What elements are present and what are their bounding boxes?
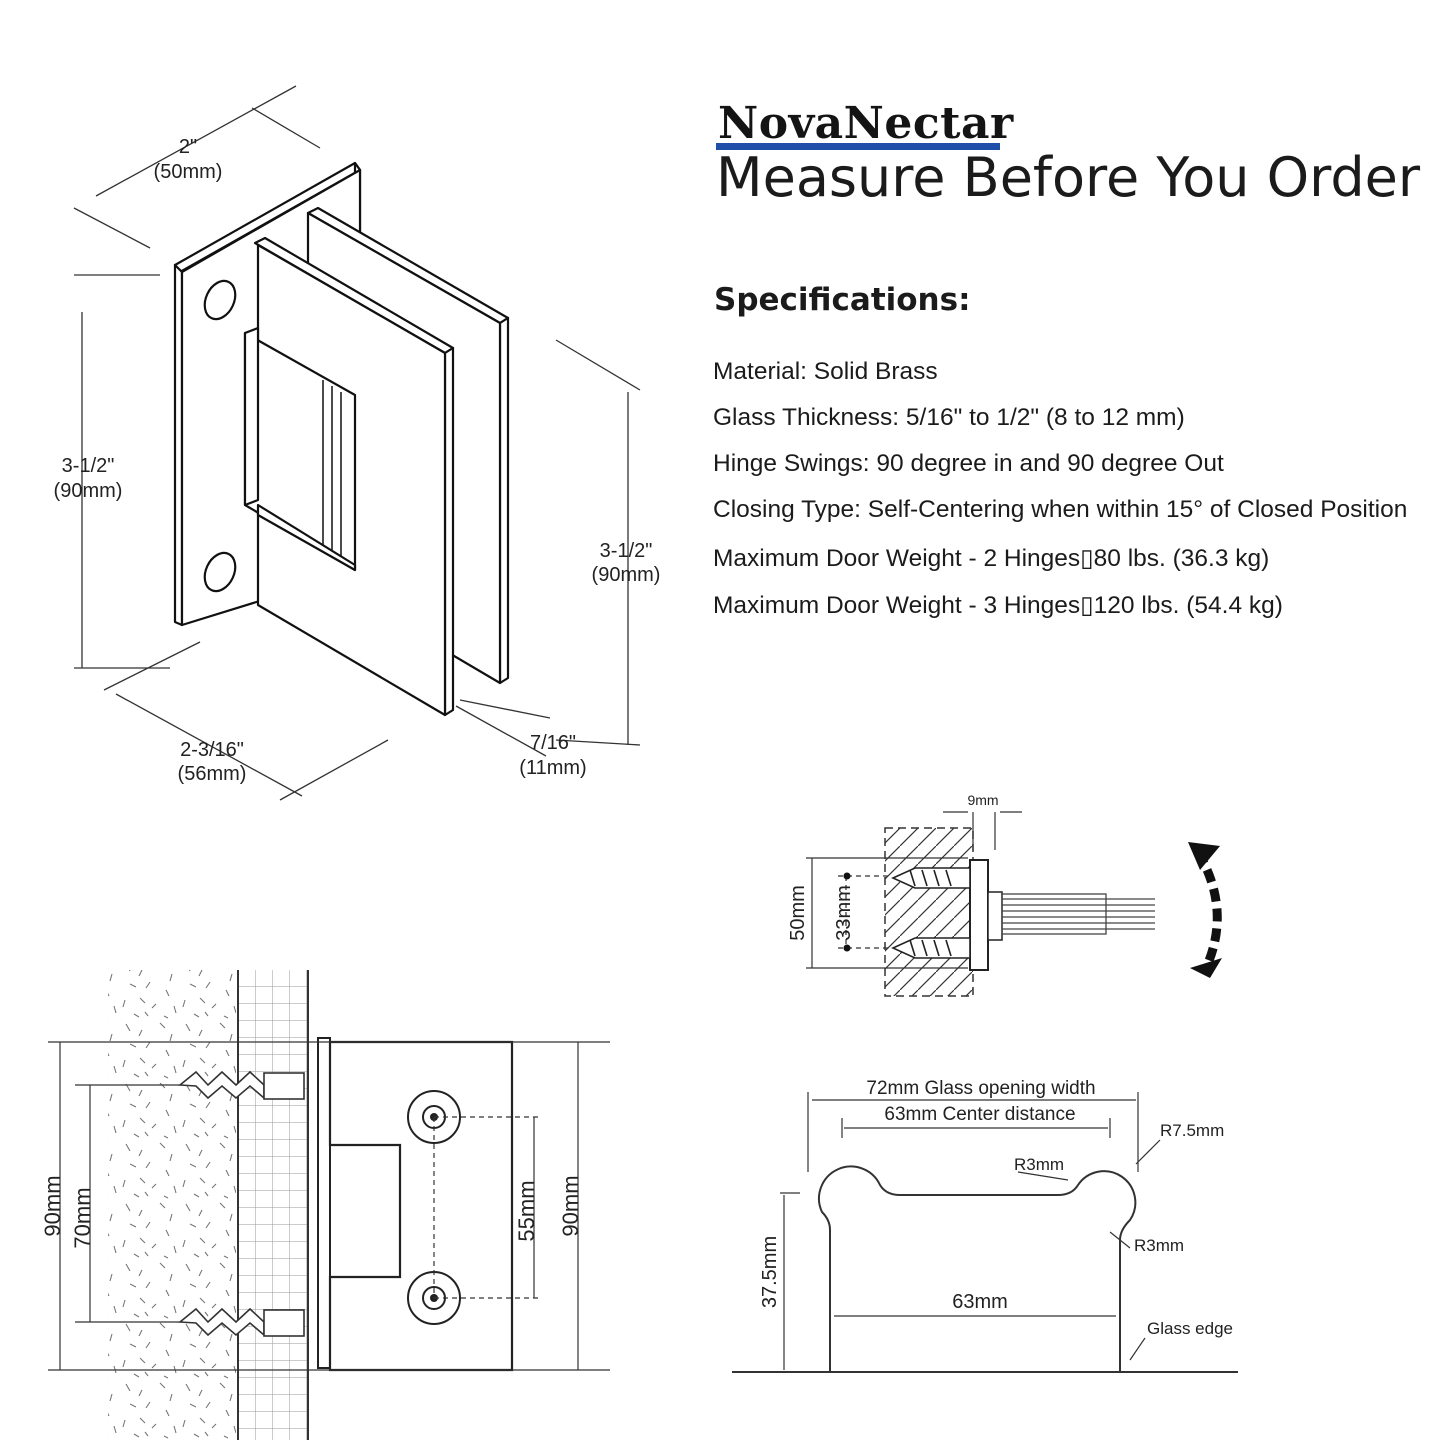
- cutout-bottom-width: 63mm: [952, 1291, 1008, 1313]
- dim-top-33mm: 33mm: [833, 885, 855, 941]
- screw-top: [891, 867, 971, 889]
- cutout-glass-edge: Glass edge: [1147, 1319, 1233, 1338]
- wall-anchor-bottom: [177, 1307, 305, 1337]
- glass-cutout-drawing: [732, 1092, 1238, 1373]
- brand-logo: NovaNectar: [718, 98, 1014, 149]
- dim-height-right-in: 3-1/2": [600, 540, 653, 562]
- cutout-opening-width: 72mm Glass opening width: [866, 1078, 1095, 1099]
- dim-front-90mm-left: 90mm: [40, 1175, 65, 1236]
- cutout-radius-small-side: R3mm: [1134, 1236, 1184, 1255]
- dim-gap-in: 7/16": [530, 732, 576, 754]
- dim-height-left-mm: (90mm): [54, 480, 123, 502]
- dim-offset-9mm: 9mm: [967, 792, 998, 808]
- dim-front-70mm: 70mm: [70, 1187, 95, 1248]
- swing-arrow-icon: [1188, 842, 1222, 978]
- dim-depth-mm: (56mm): [178, 763, 247, 785]
- dim-width-mm: (50mm): [154, 161, 223, 183]
- screw-bottom: [891, 937, 971, 959]
- dim-width-in: 2": [179, 136, 197, 158]
- dim-gap-mm: (11mm): [519, 757, 586, 779]
- spec-glass-thickness: Glass Thickness: 5/16" to 1/2" (8 to 12 …: [713, 404, 1185, 431]
- cutout-center-distance: 63mm Center distance: [884, 1104, 1075, 1125]
- wall-anchor-top: [177, 1070, 305, 1100]
- isometric-hinge-drawing: [173, 161, 510, 717]
- top-view-drawing: [806, 811, 1155, 997]
- cutout-depth: 37.5mm: [759, 1236, 781, 1308]
- spec-material: Material: Solid Brass: [713, 358, 938, 385]
- brand-underline: [716, 143, 1000, 150]
- dim-front-55mm: 55mm: [514, 1180, 539, 1241]
- dim-depth-in: 2-3/16": [180, 739, 244, 761]
- dim-height-right-mm: (90mm): [592, 564, 661, 586]
- specifications-heading: Specifications:: [714, 282, 971, 318]
- dim-top-50mm: 50mm: [787, 885, 809, 941]
- spec-hinge-swings: Hinge Swings: 90 degree in and 90 degree…: [713, 450, 1224, 477]
- cutout-radius-large: R7.5mm: [1160, 1121, 1224, 1140]
- dim-height-left-in: 3-1/2": [62, 455, 115, 477]
- page-title: Measure Before You Order: [716, 146, 1421, 209]
- spec-closing-type: Closing Type: Self-Centering when within…: [713, 496, 1408, 523]
- front-view-drawing: [48, 970, 610, 1440]
- spec-weight-2-hinges: Maximum Door Weight - 2 Hinges▯80 lbs. (…: [713, 545, 1270, 572]
- dim-front-90mm-right: 90mm: [558, 1175, 583, 1236]
- spec-weight-3-hinges: Maximum Door Weight - 3 Hinges▯120 lbs. …: [713, 592, 1283, 619]
- cutout-radius-small-top: R3mm: [1014, 1155, 1064, 1174]
- isometric-dimension-lines: [73, 85, 641, 801]
